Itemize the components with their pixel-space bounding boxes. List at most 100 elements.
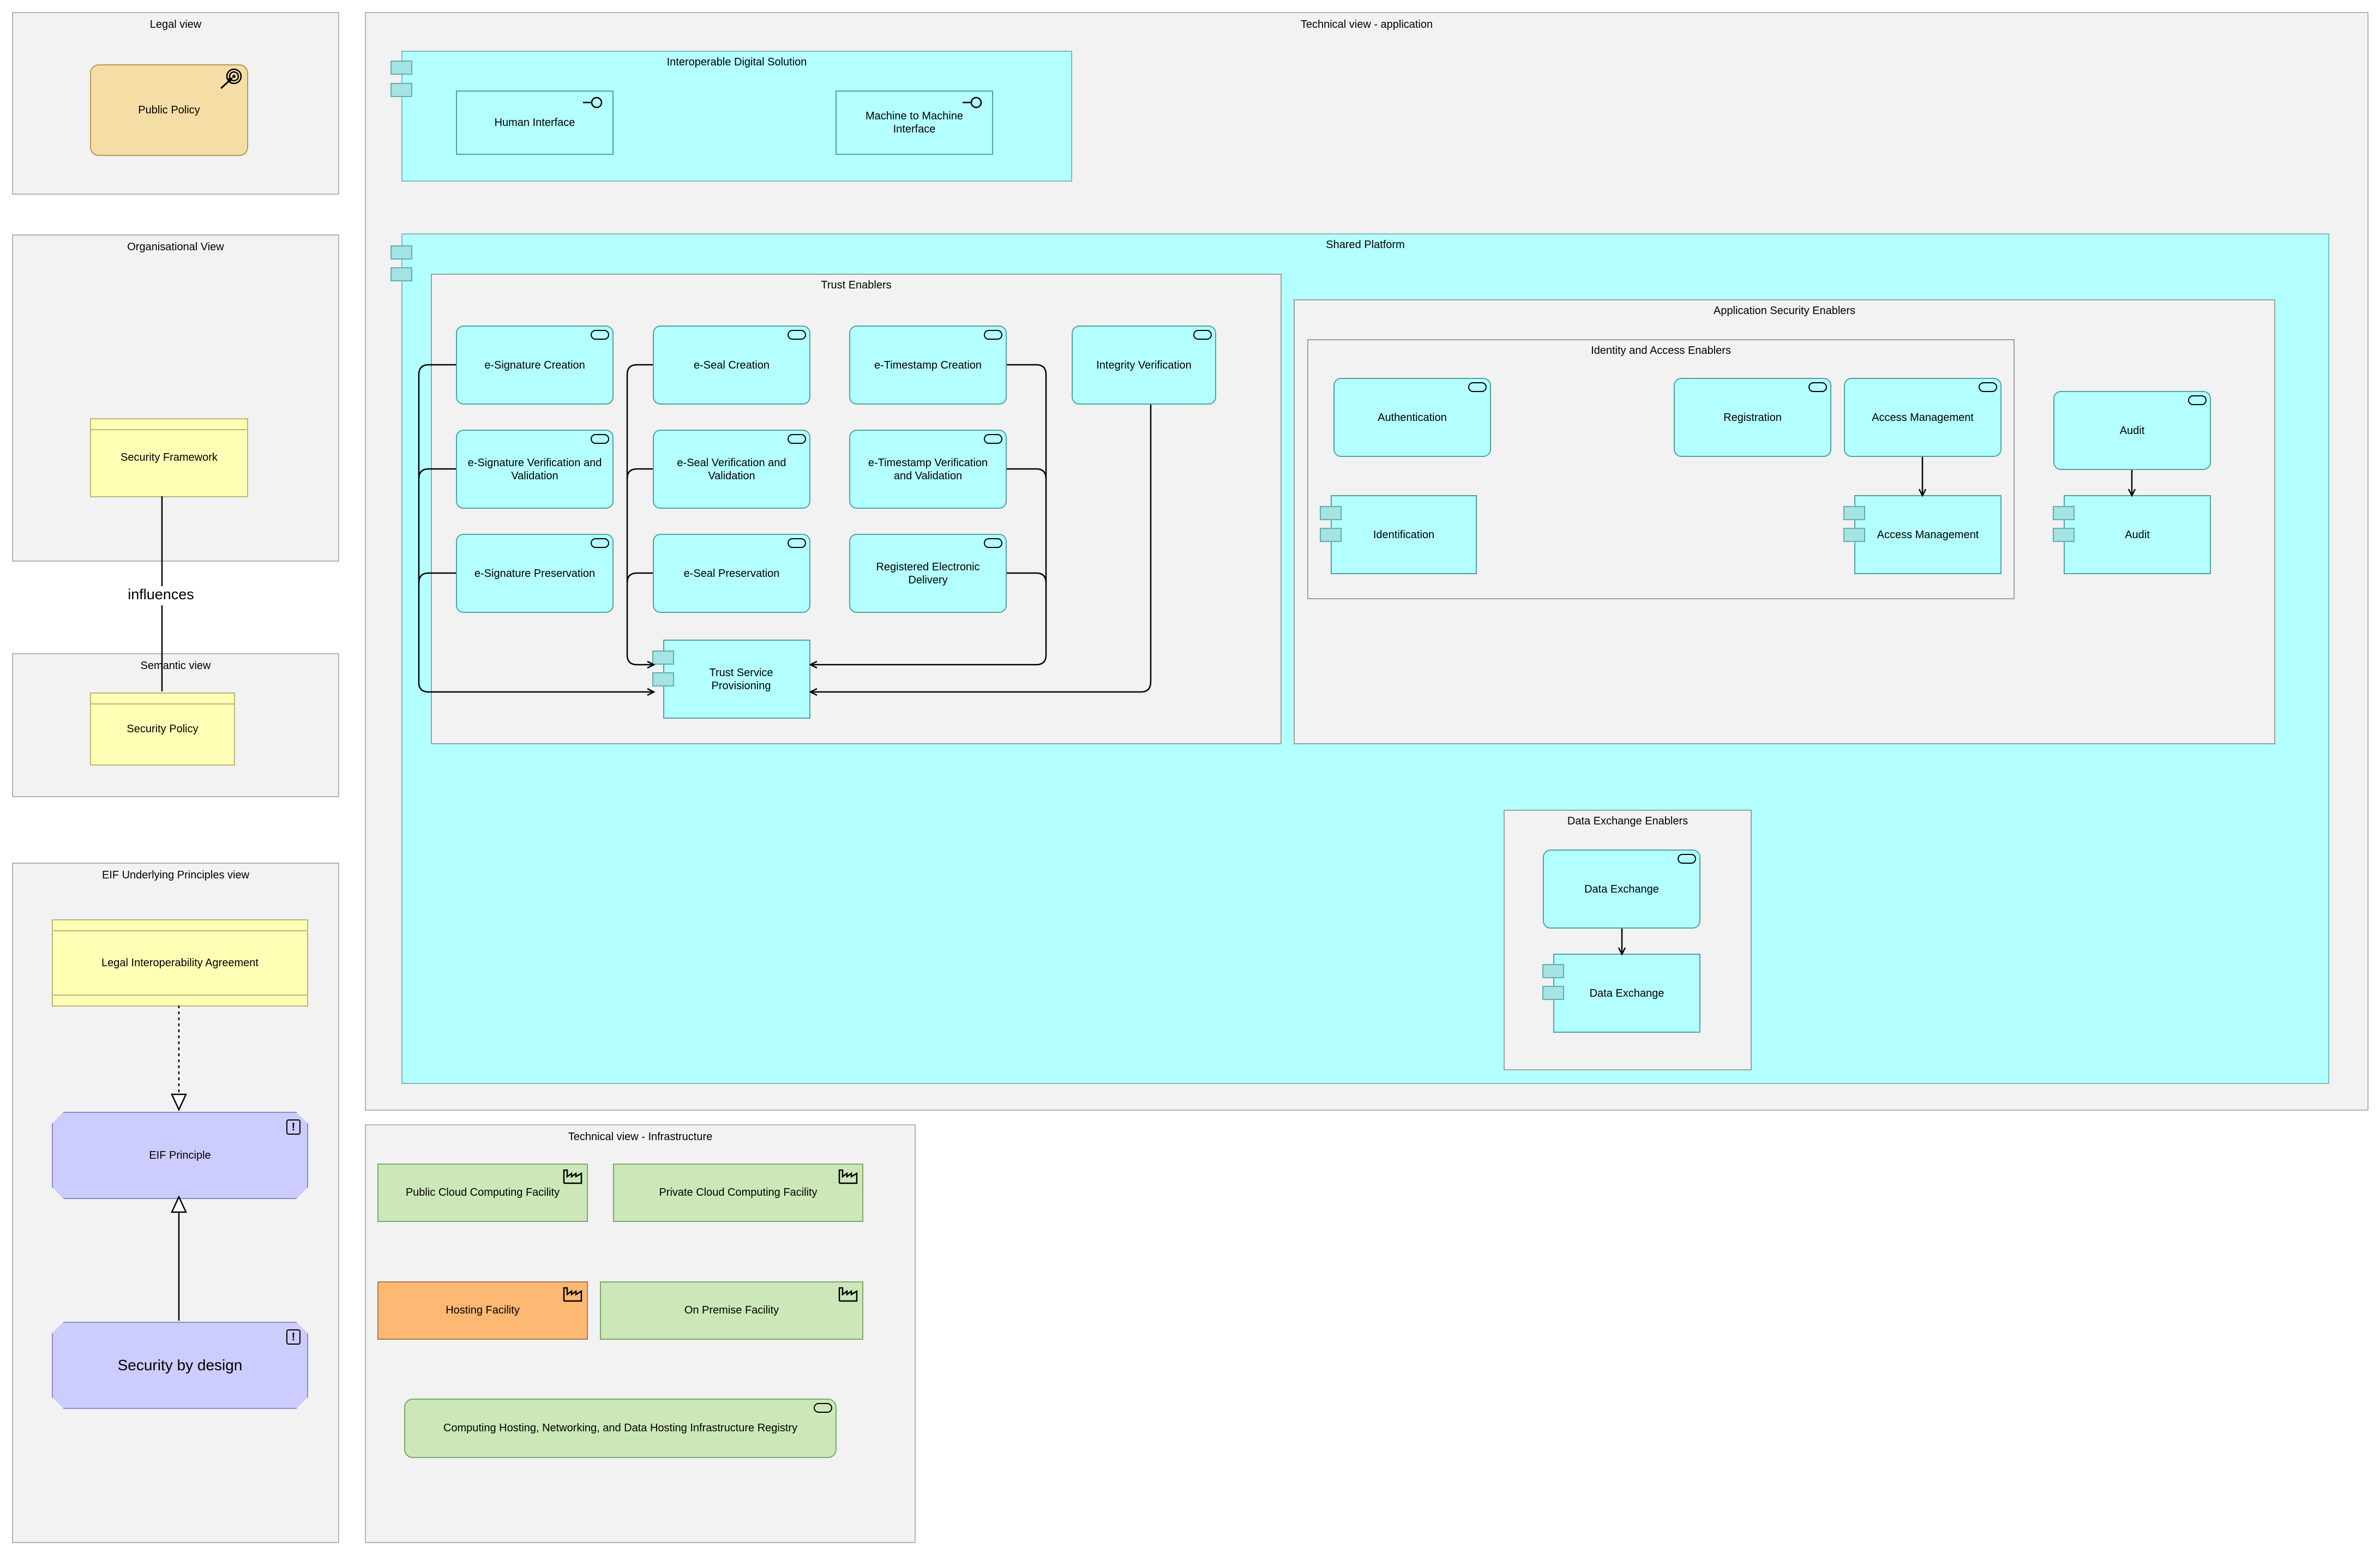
component-tab-icon bbox=[390, 83, 412, 97]
trust-service-provisioning-node[interactable]: Trust Service Provisioning bbox=[663, 640, 810, 719]
technical-application-view-title: Technical view - application bbox=[1300, 19, 1433, 31]
business-object-band-bottom bbox=[53, 995, 307, 996]
node-label: Integrity Verification bbox=[1096, 359, 1192, 371]
data-exchange-enablers-title: Data Exchange Enablers bbox=[1567, 815, 1688, 827]
business-object-band bbox=[91, 429, 247, 430]
interface-icon bbox=[963, 97, 982, 109]
component-tab-icon bbox=[390, 267, 412, 281]
node-label: Hosting Facility bbox=[446, 1304, 520, 1316]
node-label: Data Exchange bbox=[1584, 883, 1659, 895]
business-object-band bbox=[53, 930, 307, 931]
eif-principle-node[interactable]: EIF Principle ! bbox=[52, 1112, 308, 1199]
security-by-design-node[interactable]: Security by design ! bbox=[52, 1322, 308, 1409]
registration-node[interactable]: Registration bbox=[1674, 378, 1831, 457]
integrity-verification-node[interactable]: Integrity Verification bbox=[1072, 326, 1216, 405]
private-cloud-facility-node[interactable]: Private Cloud Computing Facility bbox=[613, 1164, 863, 1222]
node-label: Registration bbox=[1723, 411, 1782, 424]
service-icon bbox=[984, 330, 1002, 340]
node-label: e-Timestamp Verification and Validation bbox=[868, 456, 988, 482]
principle-icon: ! bbox=[286, 1119, 300, 1135]
node-label: e-Seal Preservation bbox=[683, 567, 780, 580]
security-policy-label: Security Policy bbox=[127, 722, 199, 735]
access-management-service-node[interactable]: Access Management bbox=[1844, 378, 2002, 457]
legal-view: Legal view Public Policy bbox=[12, 12, 339, 195]
eif-principle-label: EIF Principle bbox=[149, 1149, 211, 1161]
node-label: Authentication bbox=[1378, 411, 1447, 424]
node-label: Trust Service Provisioning bbox=[709, 666, 773, 692]
trust-enablers-title: Trust Enablers bbox=[821, 279, 892, 291]
semantic-view-title: Semantic view bbox=[140, 660, 211, 672]
node-label: Registered Electronic Delivery bbox=[876, 561, 980, 586]
service-icon bbox=[2188, 395, 2207, 405]
component-tab-icon bbox=[1843, 506, 1865, 520]
human-interface-node[interactable]: Human Interface bbox=[456, 91, 614, 155]
node-label: Computing Hosting, Networking, and Data … bbox=[443, 1422, 798, 1434]
legal-view-title: Legal view bbox=[149, 19, 202, 31]
audit-service-node[interactable]: Audit bbox=[2053, 391, 2211, 470]
e-seal-verification-node[interactable]: e-Seal Verification and Validation bbox=[653, 430, 810, 509]
node-label: e-Seal Creation bbox=[694, 359, 770, 371]
node-label: e-Signature Creation bbox=[484, 359, 585, 371]
component-tab-icon bbox=[2053, 528, 2075, 542]
data-exchange-component-node[interactable]: Data Exchange bbox=[1553, 954, 1700, 1033]
eif-principles-view: EIF Underlying Principles view Legal Int… bbox=[12, 863, 339, 1543]
infrastructure-registry-node[interactable]: Computing Hosting, Networking, and Data … bbox=[404, 1399, 837, 1458]
registered-electronic-delivery-node[interactable]: Registered Electronic Delivery bbox=[849, 534, 1007, 613]
audit-component-node[interactable]: Audit bbox=[2064, 495, 2211, 574]
e-seal-creation-node[interactable]: e-Seal Creation bbox=[653, 326, 810, 405]
organisational-view: Organisational View Security Framework bbox=[12, 234, 339, 562]
factory-icon bbox=[563, 1169, 582, 1184]
organisational-view-title: Organisational View bbox=[127, 241, 224, 253]
service-icon bbox=[788, 538, 806, 548]
data-exchange-service-node[interactable]: Data Exchange bbox=[1543, 850, 1700, 929]
e-timestamp-creation-node[interactable]: e-Timestamp Creation bbox=[849, 326, 1007, 405]
node-label: e-Timestamp Creation bbox=[874, 359, 982, 371]
shared-platform-title: Shared Platform bbox=[1326, 239, 1405, 251]
service-icon bbox=[984, 538, 1002, 548]
on-premise-facility-node[interactable]: On Premise Facility bbox=[600, 1281, 863, 1340]
e-signature-verification-node[interactable]: e-Signature Verification and Validation bbox=[456, 430, 614, 509]
security-by-design-label: Security by design bbox=[117, 1357, 243, 1374]
service-icon bbox=[591, 434, 609, 444]
component-tab-icon bbox=[1542, 986, 1564, 1000]
agreement-label: Legal Interoperability Agreement bbox=[101, 956, 259, 969]
e-signature-preservation-node[interactable]: e-Signature Preservation bbox=[456, 534, 614, 613]
node-label: Audit bbox=[2125, 528, 2150, 541]
service-icon bbox=[1468, 382, 1487, 392]
component-tab-icon bbox=[652, 650, 674, 665]
node-label: e-Seal Verification and Validation bbox=[677, 456, 786, 482]
authentication-node[interactable]: Authentication bbox=[1333, 378, 1491, 457]
service-icon bbox=[788, 434, 806, 444]
service-icon bbox=[591, 538, 609, 548]
interface-icon bbox=[583, 97, 603, 109]
hosting-facility-node[interactable]: Hosting Facility bbox=[377, 1281, 588, 1340]
public-cloud-facility-node[interactable]: Public Cloud Computing Facility bbox=[377, 1164, 588, 1222]
access-management-component-node[interactable]: Access Management bbox=[1854, 495, 2002, 574]
legal-interoperability-agreement-node[interactable]: Legal Interoperability Agreement bbox=[52, 919, 308, 1007]
component-tab-icon bbox=[1320, 506, 1342, 520]
component-tab-icon bbox=[1542, 964, 1564, 978]
principle-icon: ! bbox=[286, 1329, 300, 1345]
node-label: e-Signature Verification and Validation bbox=[467, 456, 602, 482]
identification-node[interactable]: Identification bbox=[1331, 495, 1477, 574]
e-signature-creation-node[interactable]: e-Signature Creation bbox=[456, 326, 614, 405]
node-label: Access Management bbox=[1877, 528, 1979, 541]
security-framework-node[interactable]: Security Framework bbox=[90, 418, 248, 497]
component-tab-icon bbox=[2053, 506, 2075, 520]
security-policy-node[interactable]: Security Policy bbox=[90, 692, 235, 766]
e-timestamp-verification-node[interactable]: e-Timestamp Verification and Validation bbox=[849, 430, 1007, 509]
component-tab-icon bbox=[390, 245, 412, 260]
business-object-band bbox=[91, 703, 234, 704]
service-icon bbox=[1979, 382, 1997, 392]
factory-icon bbox=[838, 1169, 858, 1184]
node-label: Identification bbox=[1373, 528, 1435, 541]
node-label: Access Management bbox=[1872, 411, 1974, 424]
machine-to-machine-interface-node[interactable]: Machine to Machine Interface bbox=[836, 91, 993, 155]
component-tab-icon bbox=[652, 672, 674, 686]
public-policy-node[interactable]: Public Policy bbox=[90, 64, 248, 156]
node-label: Data Exchange bbox=[1589, 987, 1664, 999]
influences-label: influences bbox=[120, 586, 202, 603]
m2m-interface-label: Machine to Machine Interface bbox=[866, 110, 963, 135]
e-seal-preservation-node[interactable]: e-Seal Preservation bbox=[653, 534, 810, 613]
service-icon bbox=[788, 330, 806, 340]
